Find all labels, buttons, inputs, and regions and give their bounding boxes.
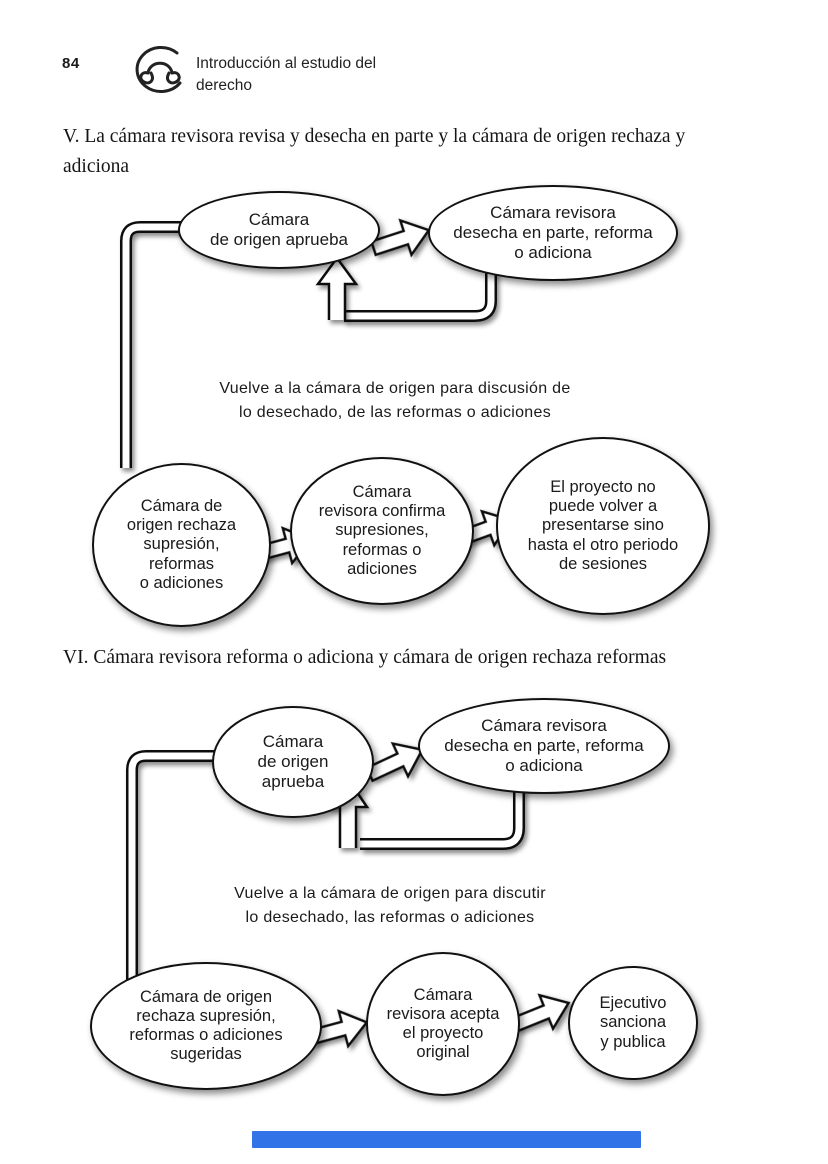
- flow-arrow-icon: [364, 741, 425, 783]
- section-v-heading: V. La cámara revisora revisa y desecha e…: [63, 126, 686, 178]
- node-revisora-acepta: Cámara revisora acepta el proyecto origi…: [366, 952, 520, 1096]
- pipe-return-u-icon: [344, 271, 497, 322]
- pipe-return-u-icon: [360, 786, 525, 850]
- node-camara-revisora-desecha: Cámara revisora desecha en parte, reform…: [418, 698, 670, 794]
- page-number: 84: [62, 55, 80, 72]
- diagram-vi: Cámara de origen aprueba Cámara revisora…: [0, 690, 828, 1110]
- node-camara-origen-aprueba: Cámara de origen aprueba: [212, 706, 374, 818]
- node-revisora-confirma: Cámara revisora confirma supresiones, re…: [290, 457, 474, 605]
- flow-arrow-icon: [369, 218, 431, 258]
- node-camara-revisora-desecha: Cámara revisora desecha en parte, reform…: [428, 185, 678, 281]
- node-ejecutivo-sanciona: Ejecutivo sanciona y publica: [568, 966, 698, 1080]
- page-progress-bar: [252, 1131, 641, 1148]
- publisher-logo-icon: [135, 46, 182, 93]
- book-title: Introducción al estudio del derecho: [196, 55, 377, 94]
- node-origen-rechaza-supresion: Cámara de origen rechaza supresión, refo…: [90, 962, 322, 1090]
- section-vi-heading: VI. Cámara revisora reforma o adiciona y…: [63, 647, 667, 668]
- diagram-v-caption: Vuelve a la cámara de origen para discus…: [219, 380, 571, 421]
- flow-arrow-icon: [510, 993, 571, 1033]
- pipe-elbow-left-icon: [126, 750, 216, 985]
- node-proyecto-no-vuelve: El proyecto no puede volver a presentars…: [496, 437, 710, 615]
- pipe-elbow-left-icon: [120, 221, 182, 468]
- node-camara-origen-aprueba: Cámara de origen aprueba: [178, 191, 380, 269]
- diagram-v: Cámara de origen aprueba Cámara revisora…: [0, 185, 828, 640]
- diagram-vi-caption: Vuelve a la cámara de origen para discut…: [234, 885, 546, 926]
- node-origen-rechaza-supresion: Cámara de origen rechaza supresión, refo…: [92, 463, 271, 627]
